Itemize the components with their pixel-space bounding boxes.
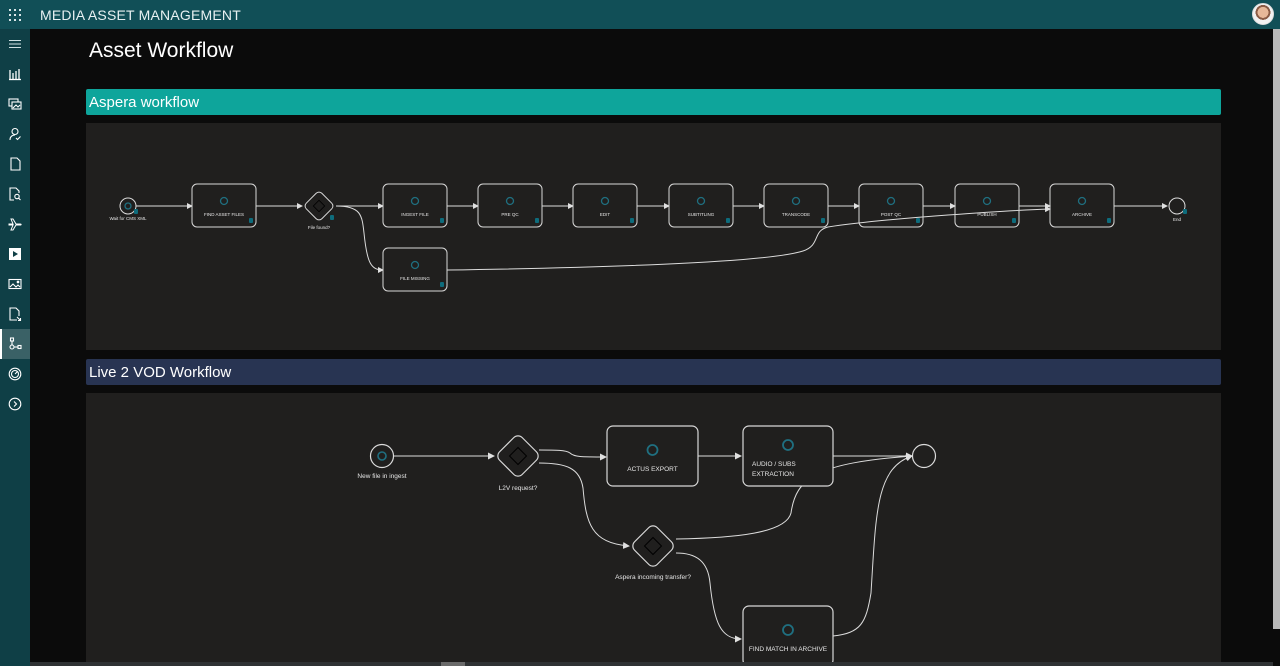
gateway-label: File found? [308, 225, 331, 230]
image-gallery-icon [8, 98, 22, 110]
svg-text:ARCHIVE: ARCHIVE [1072, 212, 1092, 217]
task-file-missing[interactable]: FILE MISSING [382, 247, 448, 292]
chevron-right-circle-icon [8, 397, 22, 411]
task-edit[interactable]: EDIT [572, 183, 638, 228]
gateway-l2v-request[interactable] [495, 433, 540, 478]
app-launcher-icon[interactable] [0, 0, 30, 29]
start-event-label: Wait for CMS XML [109, 216, 147, 221]
task-ingest-file[interactable]: INGEST FILE [382, 183, 448, 228]
sidebar-item-menu[interactable] [0, 29, 30, 59]
svg-text:PUBLISH: PUBLISH [977, 212, 996, 217]
live2vod-workflow-svg: New file in ingest L2V request? ACTUS EX… [357, 425, 937, 666]
start-event[interactable] [369, 443, 395, 469]
task-transcode[interactable]: TRANSCODE [763, 183, 829, 228]
task-archive[interactable]: ARCHIVE [1049, 183, 1115, 228]
sidebar-item-dashboard[interactable] [0, 359, 30, 389]
svg-text:PRE QC: PRE QC [501, 212, 519, 217]
gateway-file-found[interactable] [303, 190, 334, 221]
bar-chart-icon [9, 69, 21, 81]
horizontal-scrollbar-thumb[interactable] [441, 662, 465, 666]
aspera-workflow-svg: Wait for CMS XML FIND ASSET FILES File f… [109, 183, 1187, 292]
vertical-scrollbar[interactable] [1273, 29, 1280, 629]
svg-text:POST QC: POST QC [881, 212, 902, 217]
sidebar [0, 29, 30, 666]
sidebar-item-documents[interactable] [0, 149, 30, 179]
image-icon [8, 278, 22, 290]
svg-text:AUDIO / SUBS: AUDIO / SUBS [752, 461, 796, 468]
gateway-aspera-incoming[interactable] [630, 523, 675, 568]
document-export-icon [9, 307, 22, 321]
svg-text:SUBTITLING: SUBTITLING [688, 212, 715, 217]
gateway-aspera-label: Aspera incoming transfer? [615, 574, 691, 581]
svg-text:TRANSCODE: TRANSCODE [782, 212, 810, 217]
end-event[interactable] [1168, 197, 1187, 215]
user-avatar[interactable] [1252, 3, 1274, 25]
airplane-icon [8, 218, 22, 231]
document-icon [10, 157, 21, 171]
task-find-match-in-archive[interactable]: FIND MATCH IN ARCHIVE [742, 605, 834, 666]
sidebar-item-export[interactable] [0, 299, 30, 329]
task-pre-qc[interactable]: PRE QC [477, 183, 543, 228]
end-event[interactable] [911, 443, 937, 469]
task-actus-export[interactable]: ACTUS EXPORT [606, 425, 699, 487]
svg-text:INGEST FILE: INGEST FILE [401, 212, 428, 217]
sidebar-item-users[interactable] [0, 119, 30, 149]
gateway-l2v-label: L2V request? [499, 485, 538, 492]
task-find-asset-files[interactable]: FIND ASSET FILES [191, 183, 257, 228]
gauge-icon [8, 367, 22, 381]
main-content: Asset Workflow Aspera workflow [30, 29, 1273, 666]
horizontal-scrollbar[interactable] [30, 662, 1273, 666]
workflow-icon [9, 337, 22, 350]
user-check-icon [9, 127, 21, 141]
hamburger-menu-icon [9, 40, 21, 48]
start-event[interactable] [119, 197, 138, 215]
sidebar-item-expand[interactable] [0, 389, 30, 419]
start-event-label: New file in ingest [357, 473, 406, 480]
sidebar-item-analytics[interactable] [0, 59, 30, 89]
sidebar-item-document-search[interactable] [0, 179, 30, 209]
sidebar-item-transfers[interactable] [0, 209, 30, 239]
live2vod-workflow-diagram[interactable]: New file in ingest L2V request? ACTUS EX… [86, 393, 1221, 666]
task-post-qc[interactable]: POST QC [858, 183, 924, 228]
svg-text:FILE MISSING: FILE MISSING [400, 276, 430, 281]
end-event-label: End [1173, 217, 1182, 222]
svg-text:FIND MATCH IN ARCHIVE: FIND MATCH IN ARCHIVE [749, 646, 828, 653]
top-bar: MEDIA ASSET MANAGEMENT [0, 0, 1280, 29]
svg-text:FIND ASSET FILES: FIND ASSET FILES [204, 212, 244, 217]
sidebar-item-gallery[interactable] [0, 89, 30, 119]
task-audio-subs-extraction[interactable]: AUDIO / SUBS EXTRACTION [742, 425, 834, 487]
aspera-workflow-header[interactable]: Aspera workflow [86, 89, 1221, 115]
aspera-workflow-diagram[interactable]: Wait for CMS XML FIND ASSET FILES File f… [86, 123, 1221, 350]
svg-text:EDIT: EDIT [600, 212, 611, 217]
play-icon [9, 248, 21, 260]
task-subtitling[interactable]: SUBTITLING [668, 183, 734, 228]
sidebar-item-images[interactable] [0, 269, 30, 299]
sidebar-item-workflow[interactable] [0, 329, 30, 359]
app-title: MEDIA ASSET MANAGEMENT [40, 6, 241, 23]
page-title: Asset Workflow [89, 39, 234, 62]
sidebar-item-media[interactable] [0, 239, 30, 269]
svg-text:ACTUS EXPORT: ACTUS EXPORT [627, 466, 677, 473]
document-search-icon [9, 187, 21, 201]
live2vod-workflow-header[interactable]: Live 2 VOD Workflow [86, 359, 1221, 385]
svg-text:EXTRACTION: EXTRACTION [752, 471, 794, 478]
task-publish[interactable]: PUBLISH [954, 183, 1020, 228]
